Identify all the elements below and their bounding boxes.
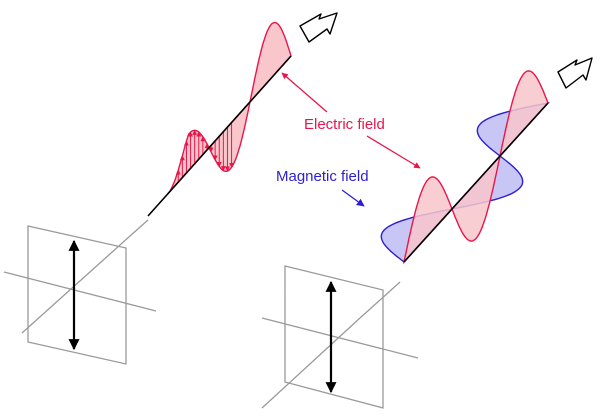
left-diagram bbox=[3, 12, 338, 365]
right-propagation-axis bbox=[403, 102, 549, 263]
electric-field-pointer-down bbox=[366, 135, 421, 169]
electric-field-pointer-up bbox=[281, 72, 328, 113]
right-electric-wave bbox=[402, 70, 549, 265]
magnetic-field-label: Magnetic field bbox=[276, 168, 369, 185]
left-reference-frame bbox=[3, 219, 157, 365]
left-field-vectors bbox=[175, 122, 235, 183]
right-propagation-arrow-icon bbox=[557, 57, 593, 89]
left-propagation-axis bbox=[147, 55, 292, 217]
right-diagram bbox=[261, 57, 593, 409]
magnetic-field-pointer bbox=[341, 189, 365, 207]
left-propagation-arrow-icon bbox=[299, 12, 338, 43]
electric-field-label: Electric field bbox=[304, 116, 385, 133]
right-reference-frame bbox=[261, 265, 419, 409]
